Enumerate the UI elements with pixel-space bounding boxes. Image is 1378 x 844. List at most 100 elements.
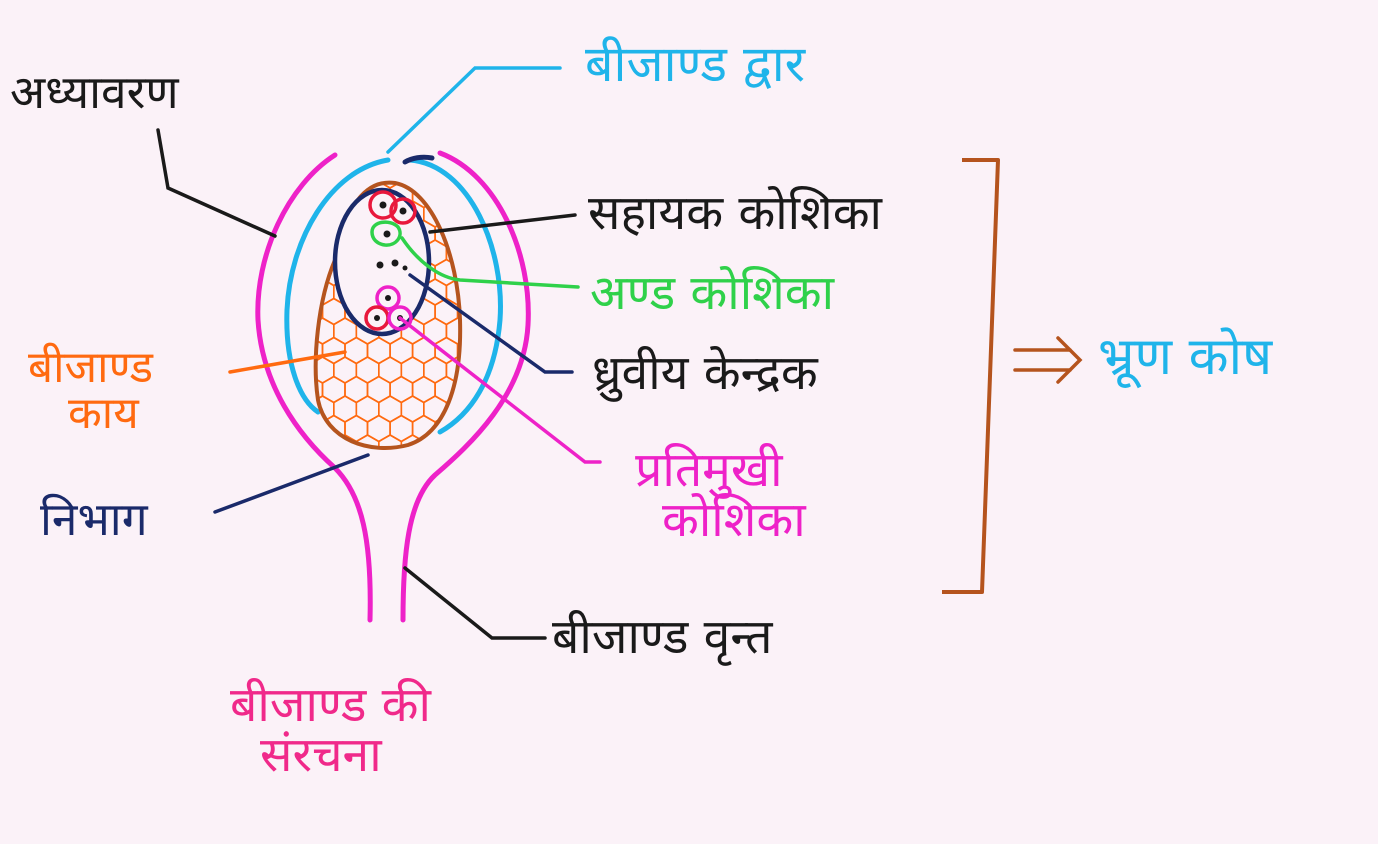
nucellus-cell [355, 434, 380, 448]
nucellus-outline [313, 180, 463, 450]
pointer-egg-cell [400, 236, 580, 289]
label-embryo-sac: भ्रूण कोष [1098, 327, 1273, 387]
nucellus-cell [536, 201, 559, 227]
nucellus-cell [525, 377, 548, 403]
label-antipodal-line1: प्रतिमुखी [635, 442, 783, 498]
nucellus-cell [315, 258, 324, 287]
antipodal-nucleus-1 [385, 295, 391, 301]
nucellus-cell [289, 552, 312, 578]
pointer-funicle [403, 566, 547, 640]
embryo-sac-oval [332, 187, 432, 337]
nucellus-cell [323, 572, 346, 598]
antipodal-cell-3 [387, 305, 413, 331]
nucellus-cell [434, 182, 459, 209]
nucellus-cell [548, 338, 571, 364]
inner-integument-right [407, 157, 503, 435]
synergid-nucleus-1 [379, 201, 387, 209]
nucellus-cell [503, 494, 526, 520]
egg-cell [370, 220, 402, 247]
nucellus-cell [525, 533, 548, 559]
nucellus-cell [503, 572, 526, 598]
nucellus-cell [378, 434, 403, 448]
egg-nucleus [383, 230, 391, 238]
label-chalaza: निभाग [40, 492, 148, 546]
nucellus-cell [503, 416, 526, 442]
nucellus-cell [525, 494, 548, 520]
nucellus-cell [491, 474, 514, 500]
nucellus-cell [424, 513, 447, 539]
nucellus-cell [536, 162, 559, 188]
nucellus-cell [480, 533, 503, 559]
nucellus-cell [536, 513, 559, 539]
nucellus-cell [514, 474, 537, 500]
polar-nucleus-1 [376, 261, 384, 269]
nucellus-cell [491, 162, 514, 188]
nucellus-cell [445, 200, 461, 228]
pointer-chalaza [213, 453, 370, 514]
micropyle-tip [402, 154, 435, 165]
nucellus-cell [503, 299, 526, 325]
nucellus-cell [424, 552, 447, 578]
diagram-title-line1: बीजाण्ड की [230, 677, 431, 733]
nucellus-cell [503, 182, 526, 208]
nucellus-cell [458, 533, 481, 559]
nucellus-cell [525, 260, 548, 286]
nucellus-cell [368, 455, 391, 481]
inner-integument-left [284, 157, 391, 415]
nucellus-cell [368, 494, 391, 520]
nucellus-cell [300, 572, 323, 598]
nucellus-cell [435, 533, 458, 559]
nucellus-cell [548, 572, 571, 598]
nucellus-cell [514, 513, 537, 539]
nucellus-cell [446, 513, 469, 539]
nucellus-cell [289, 513, 312, 539]
nucellus-cell [333, 434, 358, 448]
polar-nucleus-2 [391, 259, 399, 267]
nucellus-cell [315, 239, 335, 267]
nucellus-cell [491, 513, 514, 539]
nucellus-cell [548, 260, 571, 286]
nucellus-cell [300, 494, 323, 520]
nucellus-cell [379, 513, 402, 539]
nucellus-cell [514, 435, 537, 461]
pointer-antipodal [398, 316, 602, 464]
nucellus-cell [536, 279, 559, 305]
label-nucellus-line2: काय [68, 388, 139, 440]
label-nucellus-line1: बीजाण्ड [28, 342, 154, 393]
nucellus-cell [413, 533, 436, 559]
pointer-nucellus [228, 350, 347, 374]
nucellus-cell [491, 435, 514, 461]
nucellus-cell [311, 474, 334, 500]
nucellus-cell [536, 396, 559, 422]
pointer-integument [156, 128, 277, 238]
nucellus-cell [548, 221, 571, 247]
nucellus-cell [446, 552, 469, 578]
nucellus-cell [300, 533, 323, 559]
label-antipodal-line2: कोशिका [662, 492, 806, 549]
nucellus-cell [379, 552, 402, 578]
label-micropyle: बीजाण्ड द्वार [585, 35, 806, 93]
nucellus-cell [390, 494, 413, 520]
antipodal-nucleus-2 [374, 315, 380, 321]
nucellus-cell [356, 474, 379, 500]
synergid-nucleus-2 [399, 207, 407, 215]
nucellus-cell [345, 572, 368, 598]
nucellus-cell [536, 318, 559, 344]
diagram-title-line2: संरचना [260, 727, 382, 784]
nucellus-cell [456, 219, 461, 248]
nucellus-cell [536, 552, 559, 578]
label-nucellus: बीजाण्ड काय [28, 342, 154, 440]
nucellus-cell [548, 494, 571, 520]
nucellus-cell [503, 455, 526, 481]
diagram-title: बीजाण्ड की संरचना [230, 680, 431, 781]
label-polar-nuclei: ध्रुवीय केन्द्रक [592, 345, 818, 401]
nucellus-cell [469, 552, 492, 578]
nucellus-cell [379, 474, 402, 500]
nucellus-cell [334, 513, 357, 539]
label-egg-cell: अण्ड कोशिका [590, 265, 835, 321]
nucellus-cell [311, 552, 334, 578]
nucellus-cell [525, 182, 548, 208]
nucellus-cell [400, 434, 425, 448]
nucellus-cell [548, 377, 571, 403]
